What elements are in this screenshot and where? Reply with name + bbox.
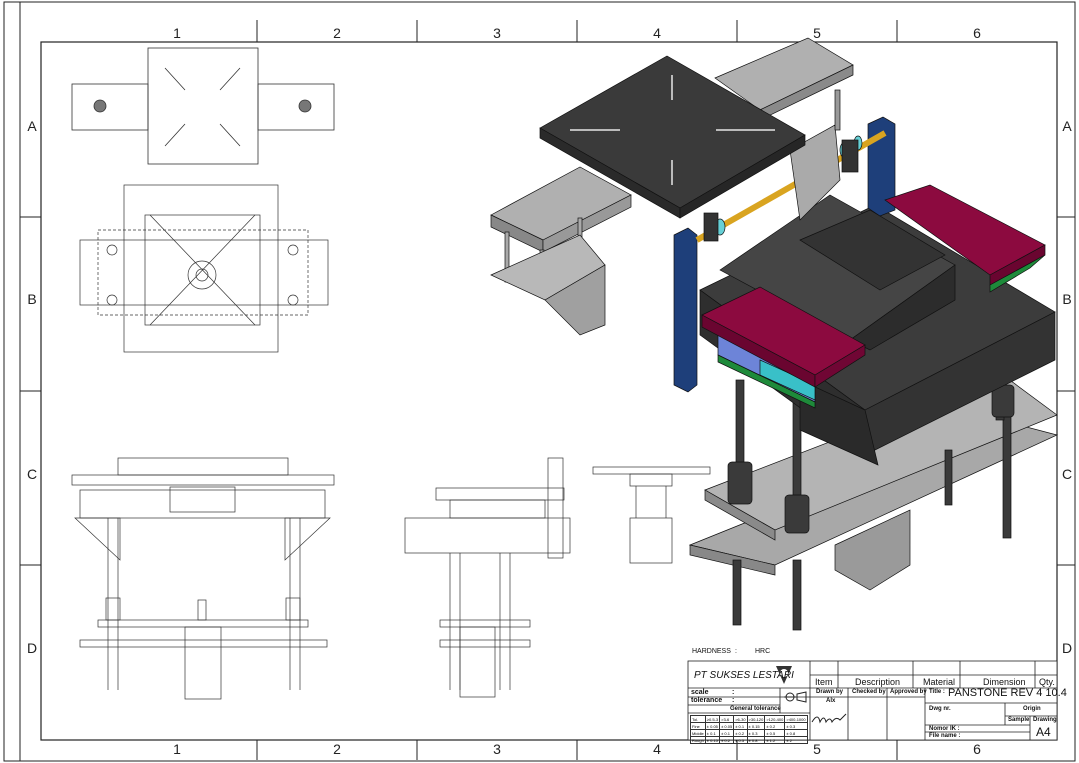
hardness-label: HARDNESS <box>692 648 731 655</box>
side-view <box>404 457 571 698</box>
drawing-title: PANSTONE REV 4 10.4 <box>948 687 1067 699</box>
table-cell: ± 0.5 <box>764 729 786 737</box>
table-cell: >3-6 <box>719 715 735 723</box>
table-cell: ± 0.05 <box>704 722 721 730</box>
table-row: Fine± 0.05± 0.05± 0.1± 0.15± 0.2± 0.3 <box>690 722 808 730</box>
column-label: 3 <box>493 25 501 41</box>
table-cell: ± 0.3 <box>784 722 808 730</box>
table-cell: Rough <box>690 736 706 744</box>
approved-by-label: Approved by <box>890 689 927 695</box>
column-label: 3 <box>493 741 501 757</box>
column-label: 6 <box>973 741 981 757</box>
row-label: A <box>27 118 37 134</box>
checked-by-label: Checked by <box>852 689 886 695</box>
table-cell: ± 0.5 <box>733 736 748 744</box>
table-cell: >30-120 <box>746 715 766 723</box>
tolerance-value: : <box>732 697 735 704</box>
projection-symbol-icon <box>784 691 807 703</box>
drawing-label: Drawing <box>1033 717 1057 723</box>
general-tolerance-title: General tolerance <box>730 706 781 712</box>
table-row: Middle± 0.1± 0.1± 0.2± 0.3± 0.5± 0.8 <box>690 729 808 737</box>
table-cell: ± 0.1 <box>719 729 735 737</box>
scale-value: : <box>732 689 735 696</box>
table-cell: ± 1.2 <box>764 736 786 744</box>
hardness-unit: HRC <box>755 648 771 655</box>
column-label: 4 <box>653 25 661 41</box>
drawn-by-value: Alx <box>826 698 836 704</box>
table-cell: >400-1000 <box>784 715 808 723</box>
title-label: Title : <box>929 689 945 695</box>
column-label: 1 <box>173 25 181 41</box>
zone-ticks <box>19 2 1075 761</box>
top-view <box>71 47 335 165</box>
drawn-by-label: Drawn by <box>816 689 844 695</box>
table-row: Tol.≥0.5-3>3-6>6-30>30-120>120-400>400-1… <box>690 715 808 723</box>
table-cell: >6-30 <box>733 715 748 723</box>
row-label: A <box>1062 118 1072 134</box>
table-cell: >120-400 <box>764 715 786 723</box>
company-logo-icon <box>776 666 792 684</box>
plan-view <box>79 184 329 353</box>
column-label: 6 <box>973 25 981 41</box>
column-label: 2 <box>333 741 341 757</box>
column-label: 1 <box>173 741 181 757</box>
header-material: Material <box>923 677 956 687</box>
table-row: Rough± 0.15± 0.2± 0.5± 0.8± 1.2± 2 <box>690 736 808 744</box>
row-label: B <box>27 291 37 307</box>
table-cell: ± 0.1 <box>733 722 748 730</box>
aux-view <box>592 466 711 564</box>
isometric-view <box>490 37 1059 631</box>
table-cell: ± 0.2 <box>719 736 735 744</box>
table-cell: Tol. <box>690 715 706 723</box>
row-label: C <box>1061 466 1073 482</box>
row-label: D <box>26 640 38 656</box>
table-cell: ≥0.5-3 <box>704 715 721 723</box>
header-dimension: Dimension <box>983 677 1026 687</box>
origin-label: Origin <box>1023 706 1041 712</box>
nomor-ik-label: Nomor IK : <box>929 726 960 732</box>
table-cell: ± 0.15 <box>704 736 721 744</box>
tolerance-table: Tol.≥0.5-3>3-6>6-30>30-120>120-400>400-1… <box>690 715 808 744</box>
signature <box>811 713 847 724</box>
hardness-separator: : <box>735 648 737 655</box>
column-label: 5 <box>813 25 821 41</box>
table-cell: ± 0.2 <box>764 722 786 730</box>
sample-label: Sample <box>1008 717 1030 723</box>
table-cell: Middle <box>690 729 706 737</box>
front-view <box>71 457 335 700</box>
outer-border <box>3 1 1076 762</box>
header-qty: Qty. <box>1039 677 1055 687</box>
table-cell: ± 0.1 <box>704 729 721 737</box>
row-label: C <box>26 466 38 482</box>
file-name-label: File name : <box>929 733 961 739</box>
tolerance-label: tolerance <box>691 697 723 704</box>
column-label: 4 <box>653 741 661 757</box>
table-cell: ± 0.2 <box>733 729 748 737</box>
table-cell: ± 0.8 <box>746 736 766 744</box>
table-cell: ± 0.8 <box>784 729 808 737</box>
dwg-nr-label: Dwg nr. <box>929 706 951 712</box>
header-item: Item <box>815 677 833 687</box>
table-cell: ± 2 <box>784 736 808 744</box>
column-label: 5 <box>813 741 821 757</box>
column-label: 2 <box>333 25 341 41</box>
header-description: Description <box>855 677 901 687</box>
row-label: B <box>1062 291 1072 307</box>
scale-label: scale <box>691 689 709 696</box>
table-cell: Fine <box>690 722 706 730</box>
table-cell: ± 0.3 <box>746 729 766 737</box>
table-cell: ± 0.15 <box>746 722 766 730</box>
table-cell: ± 0.05 <box>719 722 735 730</box>
company-name: PT SUKSES LESTARI <box>694 670 794 681</box>
paper-size: A4 <box>1036 725 1051 739</box>
row-label: D <box>1061 640 1073 656</box>
